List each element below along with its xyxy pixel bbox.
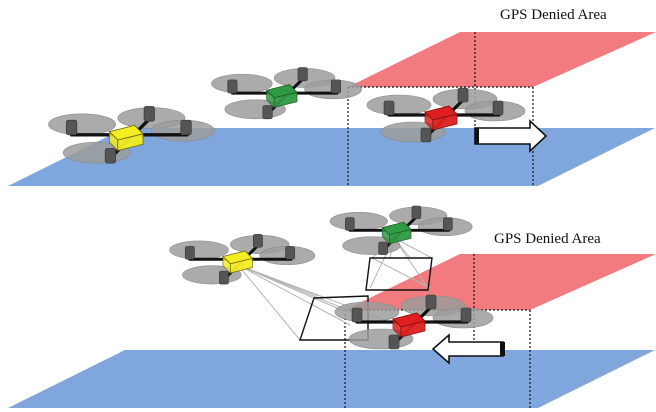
arrow-right-icon bbox=[474, 119, 548, 153]
drone-red bbox=[365, 86, 527, 144]
ground-plane bbox=[8, 350, 655, 408]
gps-denied-area-label: GPS Denied Area bbox=[494, 231, 601, 247]
drone-yellow bbox=[46, 104, 217, 165]
top-scene bbox=[8, 32, 656, 186]
bottom-scene bbox=[8, 204, 656, 408]
drone-green bbox=[328, 204, 474, 257]
drone-green bbox=[209, 65, 364, 121]
arrow-left-icon bbox=[431, 333, 504, 365]
gps-denied-area-roof bbox=[348, 32, 656, 87]
gps-denied-area-roof bbox=[345, 254, 656, 310]
drone-red bbox=[333, 293, 495, 351]
drone-yellow bbox=[168, 232, 317, 286]
gps-denied-area-label: GPS Denied Area bbox=[500, 7, 607, 23]
